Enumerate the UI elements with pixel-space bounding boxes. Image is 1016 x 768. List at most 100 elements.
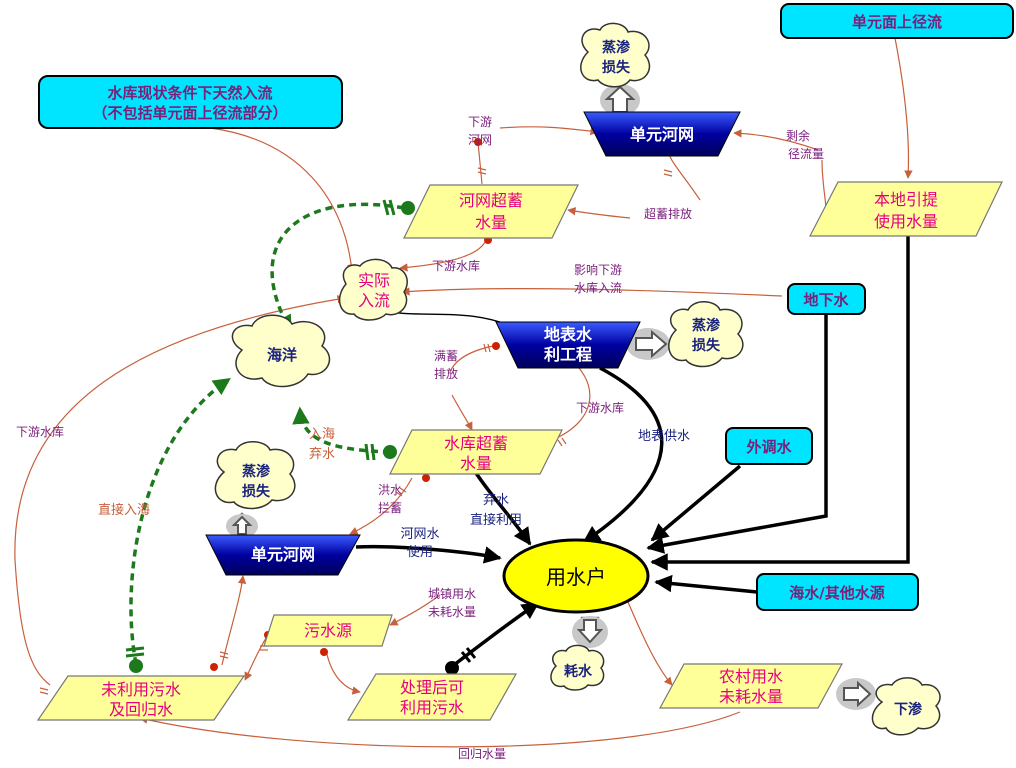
box-unit-surface-runoff xyxy=(780,3,1014,39)
label-affect-downstream-2: 水库入流 xyxy=(574,280,622,295)
thin-edges xyxy=(14,37,913,748)
black-edges xyxy=(355,236,910,670)
edge-sewage-to-unused xyxy=(244,634,269,681)
para-rural xyxy=(658,663,844,709)
label-flood-1: 洪水 xyxy=(378,483,402,497)
edge-surface-runoff-to-local xyxy=(894,37,913,179)
grey-arrows xyxy=(227,82,874,709)
label-downstream-reservoir-left: 下游水库 xyxy=(16,424,64,439)
green-endpoints xyxy=(125,199,415,673)
label-affect-downstream-1: 影响下游 xyxy=(574,262,622,277)
para-sewage-source xyxy=(263,614,393,647)
label-downstream-reservoir-1: 下游水库 xyxy=(432,258,480,273)
node-surface-project-line2: 利工程 xyxy=(544,345,592,364)
node-natural-inflow-line1: 水库现状条件下天然入流 xyxy=(107,84,272,102)
label-full-storage-1: 满蓄 xyxy=(434,349,458,363)
para-unused-sewage xyxy=(36,675,246,721)
edge-user-to-rural xyxy=(627,601,673,686)
edge-rivernet-to-excess xyxy=(475,139,483,185)
node-evap-top-line2: 损失 xyxy=(602,59,631,76)
edge-seawater-to-user xyxy=(654,574,758,594)
label-surface-supply: 地表供水 xyxy=(638,429,690,444)
node-water-user: 用水户 xyxy=(546,565,606,589)
box-seawater-other xyxy=(756,573,919,611)
edge-sewage-to-treated xyxy=(325,649,361,695)
box-reservoir-natural-inflow xyxy=(38,75,343,129)
node-river-net-excess-line1: 河网超蓄 xyxy=(459,191,523,210)
edge-downstream-rivernet xyxy=(499,126,599,136)
node-water-user-shape xyxy=(502,538,650,614)
edge-affect-downstream xyxy=(401,287,783,297)
label-direct-into-sea: 直接入海 xyxy=(98,502,150,518)
node-unit-river-net-mid: 单元河网 xyxy=(251,545,315,564)
node-evap-top-line1: 蒸渗 xyxy=(602,39,631,56)
edge-rivernet-to-sewage xyxy=(221,575,247,666)
edge-flood-to-rivernet xyxy=(349,477,413,535)
label-downstream-reservoir-2: 下游水库 xyxy=(576,400,624,415)
edge-local-lift-to-user xyxy=(650,236,910,571)
edge-direct-into-sea xyxy=(129,378,231,665)
label-river-net-use-1: 河网水 xyxy=(400,527,439,542)
label-return-flow: 回归水量 xyxy=(458,747,506,761)
label-full-storage-2: 排放 xyxy=(434,366,458,381)
node-reservoir-excess-line1: 水库超蓄 xyxy=(444,434,508,453)
node-local-lift-line1: 本地引提 xyxy=(874,190,938,209)
node-natural-inflow-line2: （不包括单元面上径流部分） xyxy=(92,104,287,122)
edge-ticks xyxy=(39,167,673,695)
trap-unit-river-net-top xyxy=(583,111,741,157)
parallelograms xyxy=(36,181,1003,721)
cloud-evap-top xyxy=(580,22,651,88)
node-labels: 单元面上径流 蒸渗 损失 水库现状条件下天然入流 （不包括单元面上径流部分） 单… xyxy=(92,13,942,719)
label-into-sea-1: 入海 xyxy=(309,427,335,442)
cloud-infiltration xyxy=(871,677,941,736)
node-treated-sewage-line2: 利用污水 xyxy=(400,698,464,717)
label-flood-2: 拦蓄 xyxy=(378,501,402,515)
para-river-net-excess xyxy=(403,184,579,239)
trap-unit-river-net-mid xyxy=(205,534,361,576)
edge-downstream-reservoir-1 xyxy=(399,239,487,272)
cloud-evap-left xyxy=(214,441,296,510)
edge-residual-runoff xyxy=(733,129,819,151)
box-groundwater xyxy=(787,283,866,315)
edge-labels: 下游 河网 剩余 径流量 超蓄排放 下游水库 影响下游 水库入流 满蓄 排放 下… xyxy=(16,115,824,761)
edge-left-big-loop xyxy=(14,295,346,686)
label-downstream-rivernet-1: 下游 xyxy=(468,115,492,129)
node-reservoir-excess-line2: 水量 xyxy=(460,454,492,473)
node-actual-inflow-line2: 入流 xyxy=(358,291,390,310)
node-surface-project-line1: 地表水 xyxy=(544,325,593,344)
node-treated-sewage-line1: 处理后可 xyxy=(400,678,464,697)
edge-urban-nonconsumed xyxy=(389,594,441,626)
para-local-lift xyxy=(809,181,1003,237)
cyan-boxes xyxy=(38,3,1014,611)
cloud-ocean xyxy=(231,314,331,388)
label-residual-2: 径流量 xyxy=(788,147,824,161)
grey-arrows-front xyxy=(231,85,872,708)
cloud-evap-mid xyxy=(668,301,744,368)
node-rural-line1: 农村用水 xyxy=(719,667,783,686)
label-urban-nonconsumed-2: 未耗水量 xyxy=(428,605,476,619)
node-evap-mid-line1: 蒸渗 xyxy=(692,317,721,334)
black-endpoint xyxy=(445,647,477,675)
edge-natural-inflow-to-actual xyxy=(209,127,356,273)
label-river-net-use-2: 使用 xyxy=(407,544,433,560)
edge-excess-to-ocean xyxy=(270,202,405,334)
clouds xyxy=(214,22,941,736)
node-external-transfer: 外调水 xyxy=(745,438,792,456)
edge-excess-discharge xyxy=(567,207,631,219)
node-unit-river-net-top: 单元河网 xyxy=(630,125,694,144)
node-evap-left-line1: 蒸渗 xyxy=(242,463,271,480)
cloud-consumption xyxy=(550,644,605,691)
label-urban-nonconsumed-1: 城镇用水 xyxy=(428,587,476,601)
label-downstream-rivernet-2: 河网 xyxy=(468,133,492,147)
edge-reservoir-abandon-use xyxy=(472,469,532,546)
node-unit-surface-runoff: 单元面上径流 xyxy=(852,13,942,31)
node-evap-mid-line2: 损失 xyxy=(692,337,721,354)
trap-surface-project xyxy=(495,321,641,369)
para-treated-sewage xyxy=(346,673,518,721)
label-residual-1: 剩余 xyxy=(786,128,810,143)
edge-treated-to-user xyxy=(448,601,540,670)
node-rural-line2: 未耗水量 xyxy=(719,687,783,706)
label-abandon-use-2: 直接利用 xyxy=(470,512,522,528)
edge-external-to-user xyxy=(650,464,742,542)
